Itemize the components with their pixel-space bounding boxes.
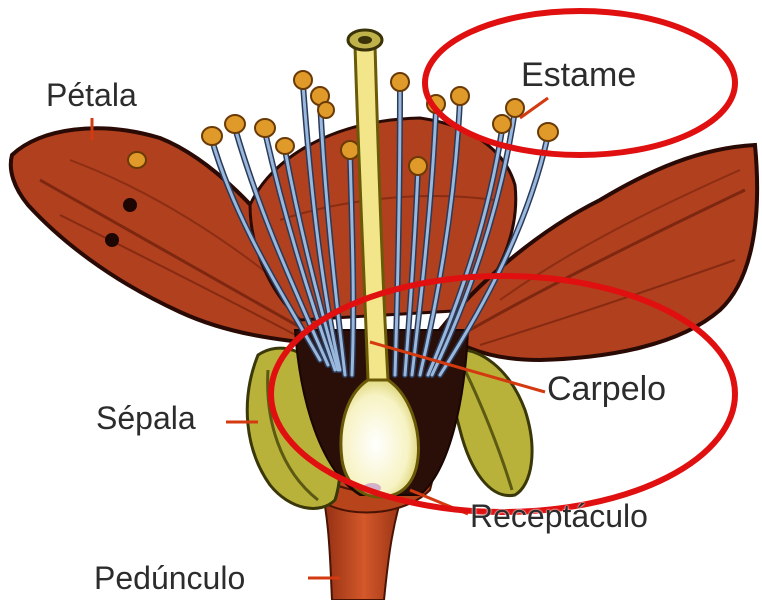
label-carpelo: Carpelo bbox=[547, 372, 666, 406]
label-sepala: Sépala bbox=[96, 402, 196, 434]
label-receptaculo: Receptáculo bbox=[470, 500, 648, 532]
label-petala: Pétala bbox=[46, 79, 137, 111]
label-pedunculo: Pedúnculo bbox=[94, 562, 245, 594]
label-estame: Estame bbox=[521, 58, 636, 92]
